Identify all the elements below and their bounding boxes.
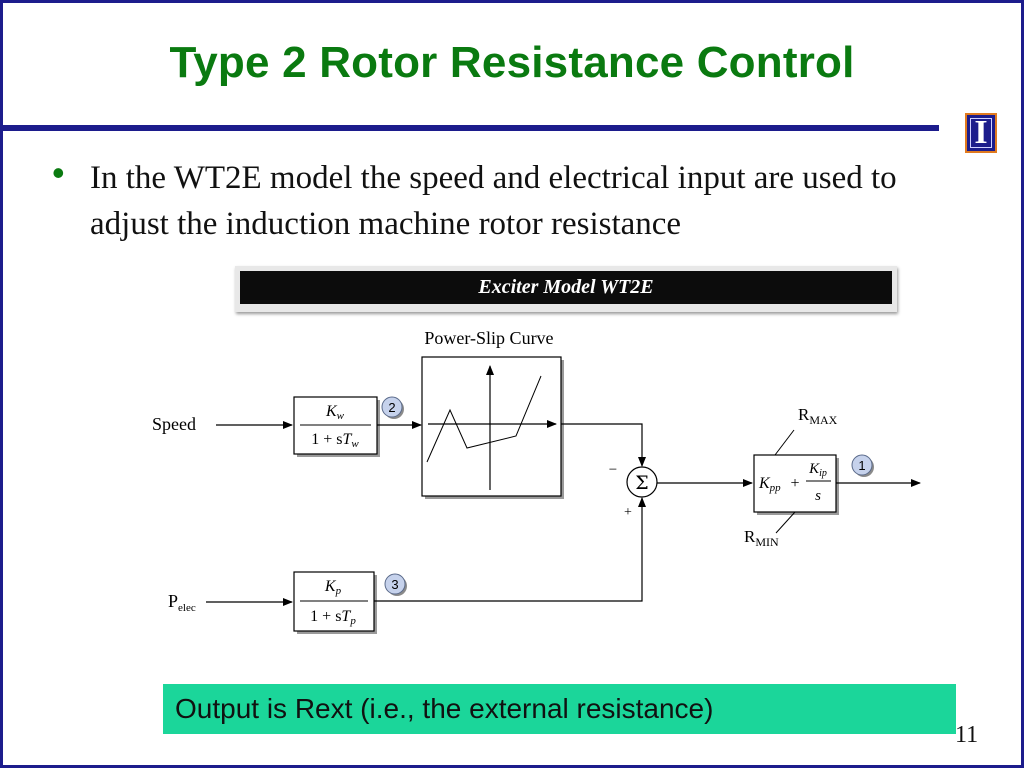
block-kp-denominator: 1 + sTp (310, 608, 356, 627)
university-logo: I (965, 113, 997, 153)
diagram-header-label: Exciter Model WT2E (240, 271, 892, 304)
pi-kpp: Kpp (758, 475, 781, 494)
rmax-line (774, 429, 795, 456)
page-number: 11 (955, 722, 979, 748)
badge-3-label: 3 (391, 577, 398, 592)
logo-inner-border (970, 118, 992, 148)
pi-plus: + (790, 475, 799, 492)
pi-kip: Kip (808, 461, 827, 479)
rmin-label: RMIN (744, 527, 779, 549)
block-kw-numerator: Kw (325, 403, 345, 422)
pelec-label: Pelec (168, 591, 196, 614)
rmax-label: RMAX (798, 405, 838, 427)
summer-minus-sign: − (609, 462, 617, 478)
output-note: Output is Rext (i.e., the external resis… (163, 684, 956, 734)
title-divider (3, 125, 939, 131)
pi-s: s (815, 488, 821, 504)
block-kw-denominator: 1 + sTw (311, 431, 359, 450)
badge-1 (851, 454, 873, 476)
slide-title: Type 2 Rotor Resistance Control (169, 38, 855, 87)
bullet-marker: • (52, 152, 65, 193)
rmin-line (775, 511, 796, 534)
power-slip-curve (426, 375, 542, 463)
curve-to-summer-wire (561, 423, 646, 467)
curve-title: Power-Slip Curve (424, 328, 553, 348)
diagram-header: Exciter Model WT2E (235, 266, 897, 312)
block-kp-numerator: Kp (324, 578, 342, 597)
bullet-text: In the WT2E model the speed and electric… (90, 160, 897, 242)
summer-symbol: Σ (635, 472, 648, 494)
summer-plus-sign: + (624, 505, 632, 520)
kp-to-summer-wire (374, 497, 646, 602)
speed-label: Speed (152, 414, 196, 434)
badge-2 (381, 396, 403, 418)
badge-1-label: 1 (858, 458, 865, 473)
curve-block (421, 356, 562, 497)
logo-glyph: I (974, 114, 988, 151)
badge-3 (384, 573, 406, 595)
badge-2-label: 2 (388, 400, 395, 415)
